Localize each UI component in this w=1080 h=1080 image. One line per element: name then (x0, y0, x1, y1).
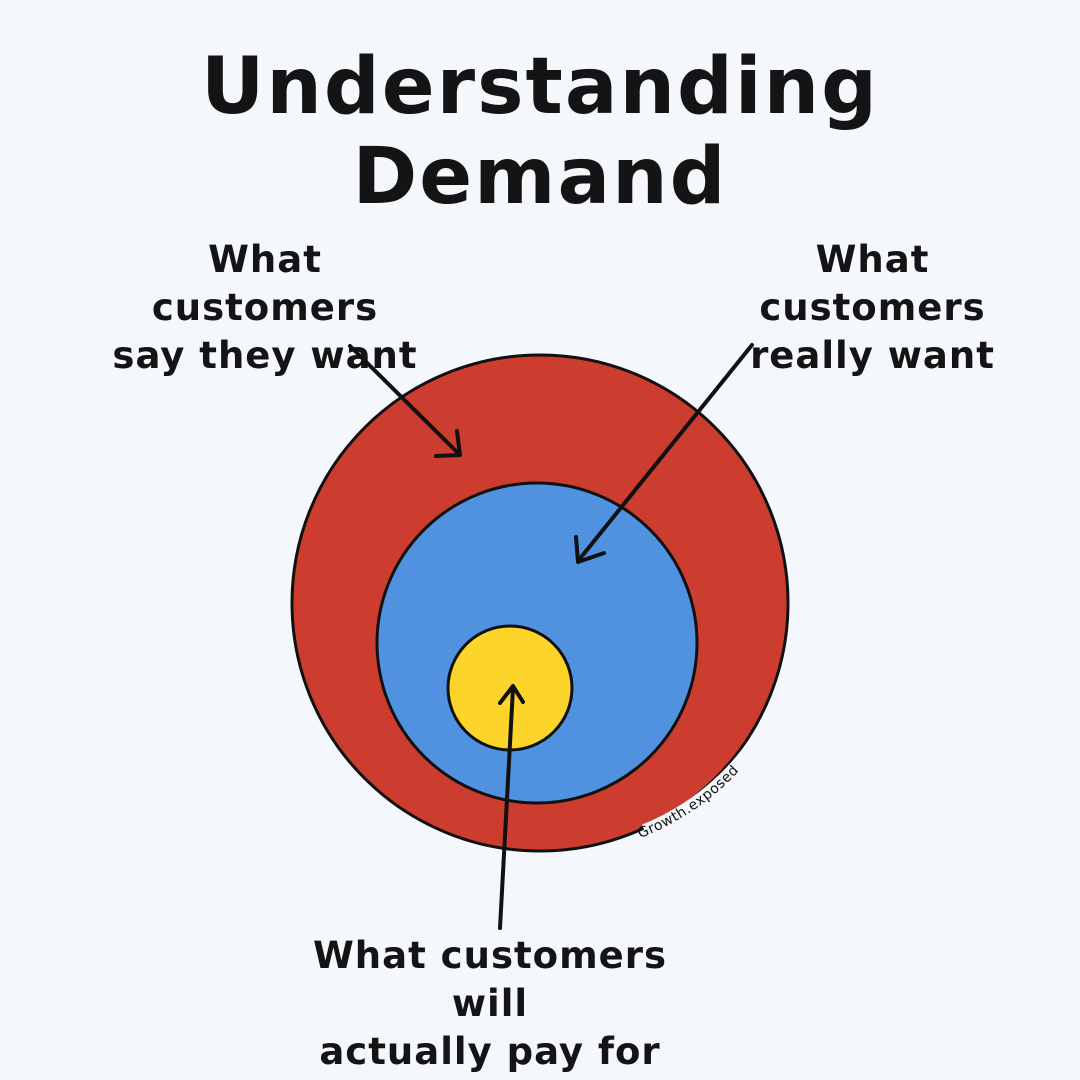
label-say-want: What customers say they want (90, 236, 440, 380)
label-line: actually pay for (319, 1030, 661, 1073)
arrow-say-want (348, 344, 462, 458)
label-pay-for: What customers will actually pay for (270, 932, 710, 1076)
label-line: What customers (759, 238, 986, 329)
label-line: What customers (151, 238, 379, 329)
arrow-pay-for (498, 684, 525, 930)
label-really-want: What customers really want (700, 236, 1045, 380)
label-line: really want (750, 334, 995, 377)
page-title: Understanding Demand (201, 42, 879, 222)
arrow-really-want (574, 343, 754, 564)
label-line: What customers will (312, 934, 667, 1025)
label-line: say they want (112, 334, 418, 377)
